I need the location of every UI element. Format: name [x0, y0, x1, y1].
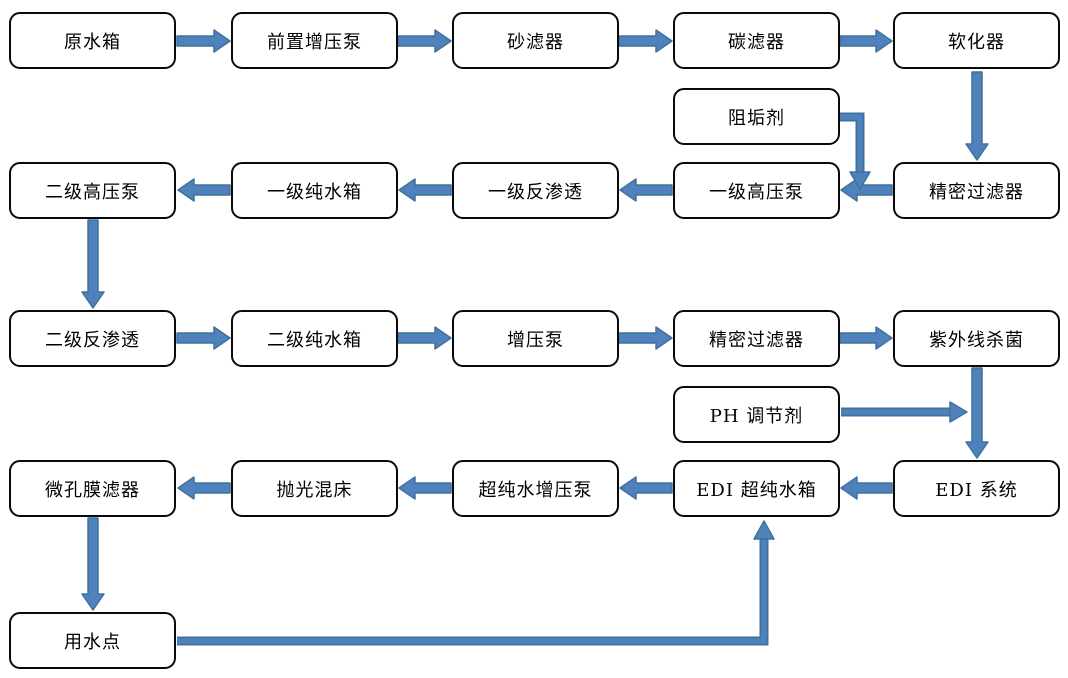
node-ph-adjuster: PH 调节剂 — [673, 386, 840, 443]
node-label: 二级高压泵 — [45, 181, 140, 203]
arrow-precision-filter1-to-hp-pump1 — [840, 178, 893, 202]
arrow-hp-pump1-to-ro1 — [619, 178, 673, 202]
node-edi-system: EDI 系统 — [893, 460, 1060, 517]
arrow-raw-water-to-pre-pump — [176, 29, 231, 53]
node-ultrapure-boost-pump: 超纯水增压泵 — [452, 460, 619, 517]
node-label: 软化器 — [948, 31, 1005, 53]
node-label: 精密过滤器 — [709, 329, 804, 351]
node-label: PH 调节剂 — [709, 405, 804, 427]
arrow-tank1-to-hp-pump2 — [177, 178, 231, 202]
node-label: 阻垢剂 — [728, 107, 785, 129]
node-precision-filter-2: 精密过滤器 — [673, 310, 840, 367]
arrow-polishing-to-membrane-filter — [177, 476, 231, 500]
node-label: 一级反渗透 — [488, 181, 583, 203]
node-pre-boost-pump: 前置增压泵 — [231, 12, 398, 69]
node-label: 超纯水增压泵 — [478, 479, 593, 501]
node-label: 二级纯水箱 — [267, 329, 362, 351]
node-label: 微孔膜滤器 — [45, 479, 140, 501]
arrow-edi-system-to-edi-tank — [840, 476, 893, 500]
node-ro-1: 一级反渗透 — [452, 162, 619, 219]
node-high-pressure-pump-1: 一级高压泵 — [673, 162, 840, 219]
node-uv-sterilizer: 紫外线杀菌 — [893, 310, 1060, 367]
node-sand-filter: 砂滤器 — [452, 12, 619, 69]
antiscalant-line — [840, 114, 863, 174]
arrow-uv-to-edi-system — [965, 367, 989, 459]
arrow-boost-pump-to-precision-filter2 — [618, 326, 673, 350]
arrow-tank2-to-boost-pump — [397, 326, 452, 350]
node-label: 紫外线杀菌 — [929, 329, 1024, 351]
node-polishing-mixed-bed: 抛光混床 — [231, 460, 398, 517]
arrow-carbon-to-softener — [839, 29, 893, 53]
node-label: EDI 系统 — [935, 479, 1018, 501]
node-label: EDI 超纯水箱 — [696, 479, 817, 501]
arrow-edi-tank-to-ultrapure-pump — [619, 476, 673, 500]
node-ro-2: 二级反渗透 — [9, 310, 176, 367]
arrow-sand-to-carbon-filter — [618, 29, 673, 53]
node-carbon-filter: 碳滤器 — [673, 12, 840, 69]
node-label: 二级反渗透 — [45, 329, 140, 351]
node-label: 一级纯水箱 — [267, 181, 362, 203]
arrow-pre-pump-to-sand-filter — [397, 29, 452, 53]
node-antiscalant: 阻垢剂 — [673, 88, 840, 145]
arrow-ultrapure-pump-to-polishing — [398, 476, 452, 500]
recirculation-line — [177, 537, 767, 644]
node-pure-water-tank-1: 一级纯水箱 — [231, 162, 398, 219]
recirculation-line-outline — [177, 537, 769, 646]
node-label: 前置增压泵 — [267, 31, 362, 53]
node-raw-water-tank: 原水箱 — [9, 12, 176, 69]
arrow-precision-filter2-to-uv — [839, 326, 893, 350]
antiscalant-arrowhead — [849, 171, 871, 190]
node-water-use-point: 用水点 — [9, 612, 176, 669]
recirculation-arrowhead — [753, 520, 775, 540]
arrow-hp-pump2-to-ro2 — [81, 219, 105, 309]
node-label: 抛光混床 — [276, 479, 353, 501]
node-label: 一级高压泵 — [709, 181, 804, 203]
node-label: 碳滤器 — [728, 31, 785, 53]
node-label: 砂滤器 — [507, 31, 564, 53]
node-label: 用水点 — [64, 631, 121, 653]
arrow-ro2-to-tank2 — [176, 326, 231, 350]
node-boost-pump: 增压泵 — [452, 310, 619, 367]
arrow-softener-to-precision-filter1 — [965, 71, 989, 161]
node-micro-membrane-filter: 微孔膜滤器 — [9, 460, 176, 517]
node-high-pressure-pump-2: 二级高压泵 — [9, 162, 176, 219]
arrow-ro1-to-tank1 — [398, 178, 452, 202]
antiscalant-line-outline — [840, 112, 865, 174]
node-softener: 软化器 — [893, 12, 1060, 69]
ph-adjuster-arrowhead — [949, 401, 968, 423]
node-pure-water-tank-2: 二级纯水箱 — [231, 310, 398, 367]
node-edi-ultrapure-tank: EDI 超纯水箱 — [673, 460, 840, 517]
arrow-membrane-filter-to-use-point — [81, 517, 105, 611]
node-precision-filter-1: 精密过滤器 — [893, 162, 1060, 219]
node-label: 精密过滤器 — [929, 181, 1024, 203]
node-label: 增压泵 — [507, 329, 564, 351]
node-label: 原水箱 — [64, 31, 121, 53]
